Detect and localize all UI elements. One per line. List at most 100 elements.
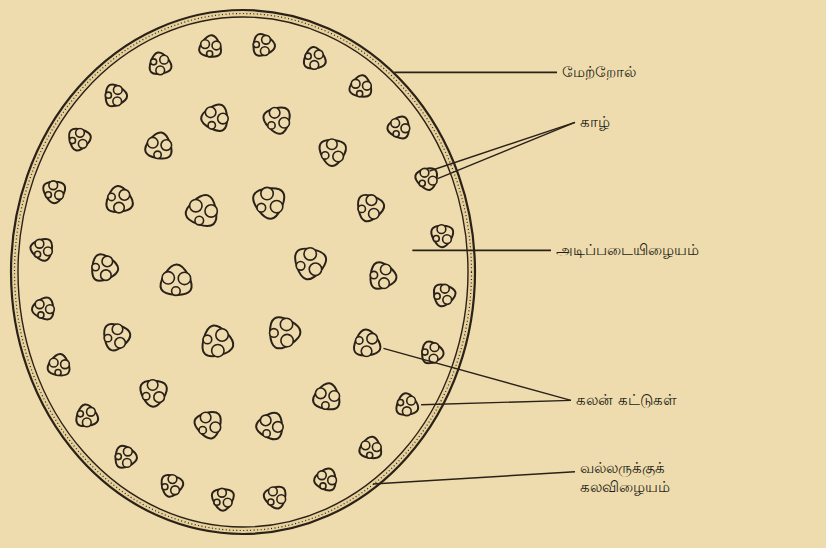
xylem-vessel [115, 338, 126, 349]
xylem-vessel [205, 107, 216, 118]
xylem-vessel [46, 305, 55, 314]
xylem-vessel [160, 55, 169, 64]
xylem-vessel [190, 199, 202, 211]
xylem-vessel [113, 86, 122, 95]
xylem-vessel [420, 168, 429, 177]
xylem-vessel [363, 81, 372, 90]
xylem-vessel [35, 300, 44, 309]
vascular-bundle [162, 475, 184, 497]
vascular-bundle [431, 226, 453, 247]
vascular-bundle [434, 285, 456, 307]
xylem-vessel [393, 131, 399, 137]
xylem-vessel [119, 190, 130, 201]
xylem-vessel [433, 236, 439, 242]
vascular-bundle [253, 188, 284, 218]
vascular-bundle [116, 446, 137, 468]
xylem-vessel [263, 430, 270, 437]
xylem-vessel [281, 334, 293, 346]
vascular-bundle [194, 412, 220, 438]
xylem-vessel [201, 40, 210, 49]
xylem-vessel [261, 187, 273, 199]
xylem-vessel [407, 396, 416, 405]
xylem-vessel [82, 418, 91, 427]
xylem-vessel [402, 407, 411, 416]
part-label: காழ் [580, 113, 610, 132]
vascular-bundle [212, 489, 234, 510]
xylem-vessel [208, 122, 215, 129]
vascular-bundle [48, 354, 70, 376]
xylem-vessel [207, 51, 213, 57]
xylem-vessel [366, 195, 377, 206]
xylem-vessel [317, 471, 326, 480]
xylem-vessel [327, 139, 338, 150]
xylem-vessel [322, 402, 329, 409]
xylem-vessel [361, 441, 370, 450]
xylem-vessel [372, 443, 381, 452]
xylem-vessel [76, 128, 85, 137]
xylem-vessel [262, 35, 271, 44]
xylem-vessel [156, 66, 165, 75]
vascular-bundle [313, 383, 339, 409]
xylem-vessel [270, 200, 282, 212]
xylem-vessel [279, 117, 290, 128]
xylem-vessel [428, 176, 437, 185]
xylem-vessel [333, 151, 344, 162]
xylem-vessel [443, 235, 452, 244]
leader-line [421, 400, 571, 404]
xylem-vessel [296, 261, 305, 270]
xylem-vessel [277, 495, 286, 504]
xylem-vessel [329, 391, 340, 402]
vascular-bundle [415, 168, 437, 190]
xylem-vessel [105, 92, 111, 98]
vascular-bundle [30, 239, 52, 261]
leader-line [373, 472, 575, 484]
xylem-vessel [321, 152, 328, 159]
vascular-bundle [254, 34, 275, 56]
vascular-bundle [358, 195, 384, 221]
xylem-vessel [380, 264, 391, 275]
vascular-bundle [104, 324, 130, 350]
vascular-bundle [359, 437, 381, 459]
part-label: வல்லருக்குக் கலவிழையம் [580, 459, 730, 497]
xylem-vessel [268, 122, 275, 129]
xylem-vessel [357, 91, 363, 97]
vascular-bundle [295, 249, 326, 280]
xylem-vessel [320, 483, 326, 489]
xylem-vessel [49, 358, 58, 367]
xylem-vessel [162, 272, 174, 284]
xylem-vessel [115, 454, 121, 460]
part-label: மேற்றோல் [562, 63, 636, 82]
xylem-vessel [419, 180, 425, 186]
xylem-vessel [195, 216, 204, 225]
xylem-vessel [44, 247, 53, 256]
xylem-vessel [305, 53, 311, 59]
vascular-bundle [92, 254, 118, 281]
xylem-vessel [280, 318, 292, 330]
xylem-vessel [351, 79, 360, 88]
part-label: கலன் கட்டுகள் [576, 391, 677, 410]
xylem-vessel [214, 499, 220, 505]
xylem-vessel [35, 251, 41, 257]
xylem-vessel [212, 344, 224, 356]
xylem-vessel [361, 346, 372, 357]
xylem-vessel [270, 329, 279, 338]
xylem-vessel [212, 41, 221, 50]
xylem-vessel [199, 426, 206, 433]
xylem-vessel [102, 256, 113, 267]
xylem-vessel [200, 412, 211, 423]
xylem-vessel [304, 248, 316, 260]
xylem-vessel [310, 61, 319, 70]
vascular-bundle [396, 393, 418, 415]
xylem-vessel [154, 392, 165, 403]
xylem-vessel [38, 312, 44, 318]
leader-line [438, 122, 575, 178]
xylem-vessel [328, 476, 337, 485]
xylem-vessel [87, 407, 96, 416]
xylem-vessel [269, 487, 278, 496]
xylem-vessel [273, 422, 284, 433]
xylem-vessel [205, 205, 217, 217]
xylem-vessel [78, 140, 87, 149]
vascular-bundle [370, 262, 396, 288]
xylem-vessel [443, 295, 452, 304]
